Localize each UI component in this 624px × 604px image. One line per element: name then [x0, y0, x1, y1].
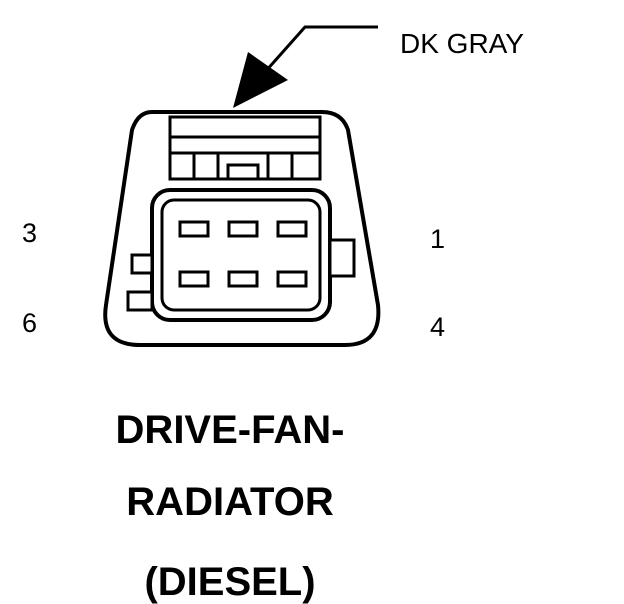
- terminal-4: [276, 270, 308, 288]
- pin-label-1: 1: [430, 224, 446, 254]
- connector-title-line3: (DIESEL): [144, 560, 316, 604]
- pin-label-4: 4: [430, 312, 446, 342]
- connector-title-line1: DRIVE-FAN-: [115, 408, 345, 452]
- callout-leader: [233, 25, 378, 108]
- locking-tab: [168, 115, 322, 181]
- right-key: [328, 238, 356, 278]
- wire-color-label: DK GRAY: [400, 28, 524, 59]
- terminal-6: [178, 270, 210, 288]
- terminal-3: [178, 220, 210, 238]
- connector-cavity-inner: [160, 198, 322, 312]
- left-key-lower: [126, 290, 154, 312]
- terminal-1: [276, 220, 308, 238]
- side-keys: [126, 238, 356, 312]
- connector-title-line2: RADIATOR: [126, 480, 334, 524]
- pin-terminals: [178, 220, 308, 288]
- left-key-upper: [130, 253, 154, 275]
- terminal-5: [227, 270, 259, 288]
- terminal-2: [227, 220, 259, 238]
- callout-arrowhead: [233, 52, 288, 108]
- pin-label-3: 3: [22, 218, 38, 248]
- pin-label-6: 6: [22, 308, 38, 338]
